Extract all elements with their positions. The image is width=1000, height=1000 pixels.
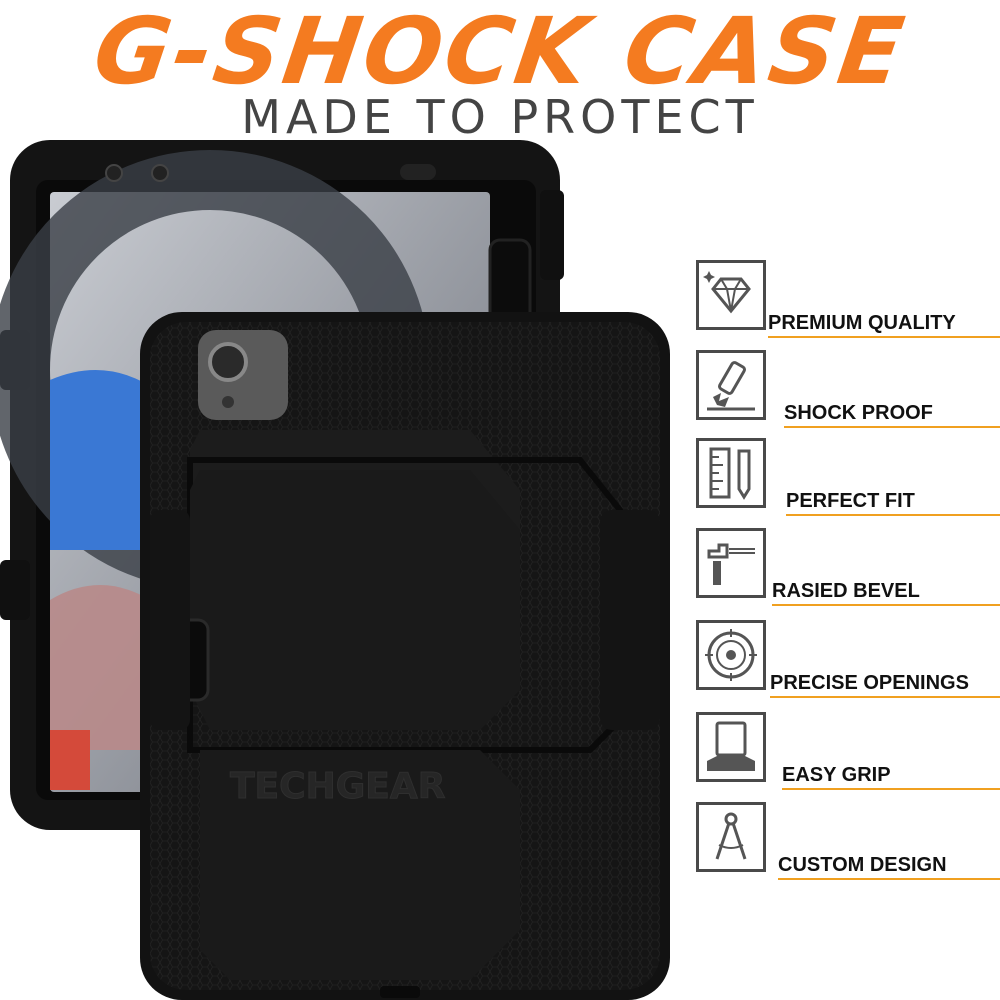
feature-label: RASIED BEVEL <box>772 580 920 602</box>
headline: G-SHOCK CASE <box>87 0 913 105</box>
feature-perfect-fit: PERFECT FIT <box>690 438 1000 530</box>
subhead: MADE TO PROTECT <box>241 90 759 144</box>
ruler-icon <box>696 438 766 508</box>
feature-precise-openings: PRECISE OPENINGS <box>690 620 1000 712</box>
feature-easy-grip: EASY GRIP <box>690 712 1000 804</box>
feature-custom-design: CUSTOM DESIGN <box>690 802 1000 894</box>
feature-list: PREMIUM QUALITY SHOCK PROOF PERFECT FIT … <box>690 250 1000 900</box>
feature-label: PERFECT FIT <box>786 490 915 512</box>
target-icon <box>696 620 766 690</box>
tablet-case-illustration: TECHGEAR <box>0 140 670 1000</box>
feature-premium-quality: PREMIUM QUALITY <box>690 260 1000 352</box>
impact-icon <box>696 350 766 420</box>
bevel-icon <box>696 528 766 598</box>
compass-icon <box>696 802 766 872</box>
techgear-logo: TECHGEAR <box>230 766 445 807</box>
feature-label: EASY GRIP <box>782 764 891 786</box>
feature-label: PRECISE OPENINGS <box>770 672 969 694</box>
feature-rasied-bevel: RASIED BEVEL <box>690 528 1000 620</box>
diamond-icon <box>696 260 766 330</box>
feature-label: PREMIUM QUALITY <box>768 312 956 334</box>
hand-grip-icon <box>696 712 766 782</box>
feature-label: SHOCK PROOF <box>784 402 933 424</box>
feature-label: CUSTOM DESIGN <box>778 854 947 876</box>
feature-shock-proof: SHOCK PROOF <box>690 350 1000 442</box>
back-case-view: TECHGEAR <box>140 312 670 1000</box>
